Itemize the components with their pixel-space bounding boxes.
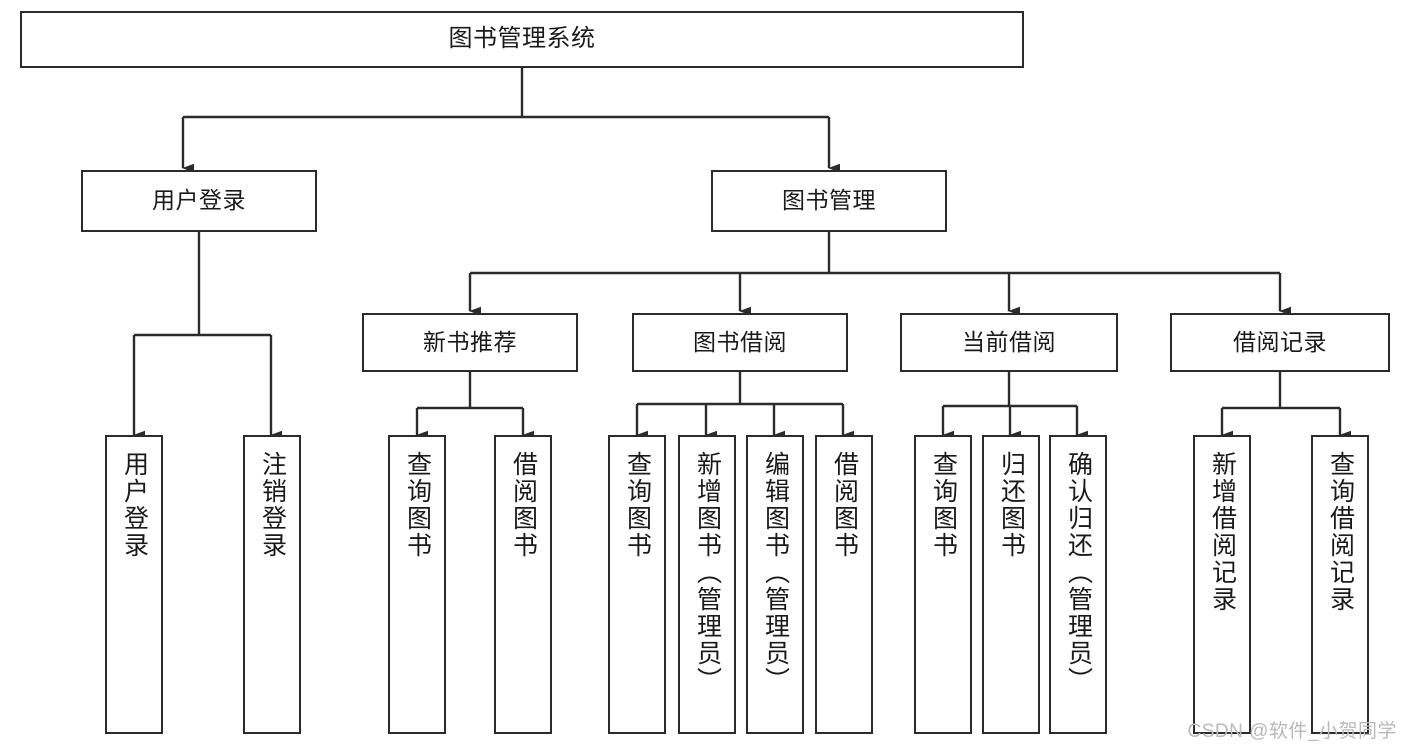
leaf-query-book-3-label: 查询图书 (929, 451, 958, 559)
node-book-borrow[interactable]: 图书借阅 (632, 313, 848, 372)
leaf-query-book-2[interactable]: 查询图书 (608, 435, 666, 734)
leaf-query-book-1-label: 查询图书 (403, 451, 432, 559)
leaf-edit-book-label: 编辑图书（管理员） (761, 451, 790, 694)
leaf-return-book-label: 归还图书 (997, 451, 1026, 559)
leaf-edit-book[interactable]: 编辑图书（管理员） (746, 435, 804, 734)
leaf-borrow-book-1[interactable]: 借阅图书 (494, 435, 552, 734)
leaf-user-login[interactable]: 用户登录 (105, 435, 163, 734)
leaf-add-book[interactable]: 新增图书（管理员） (678, 435, 736, 734)
node-user-login-label: 用户登录 (152, 187, 246, 214)
node-new-book-recommend[interactable]: 新书推荐 (362, 313, 578, 372)
node-current-borrow[interactable]: 当前借阅 (900, 313, 1118, 372)
leaf-confirm-return-label: 确认归还（管理员） (1064, 451, 1093, 694)
leaf-query-book-2-label: 查询图书 (623, 451, 652, 559)
leaf-borrow-book-2-label: 借阅图书 (830, 451, 859, 559)
leaf-query-record-label: 查询借阅记录 (1326, 451, 1355, 613)
leaf-return-book[interactable]: 归还图书 (982, 435, 1040, 734)
node-root-label: 图书管理系统 (448, 25, 596, 53)
node-borrow-record-label: 借阅记录 (1233, 328, 1327, 355)
leaf-borrow-book-2[interactable]: 借阅图书 (815, 435, 873, 734)
node-book-manage[interactable]: 图书管理 (711, 170, 947, 232)
leaf-add-record-label: 新增借阅记录 (1208, 451, 1237, 613)
leaf-confirm-return[interactable]: 确认归还（管理员） (1049, 435, 1107, 734)
node-new-book-recommend-label: 新书推荐 (423, 328, 517, 355)
leaf-add-book-label: 新增图书（管理员） (693, 451, 722, 694)
leaf-query-book-1[interactable]: 查询图书 (388, 435, 446, 734)
watermark: CSDN @软件_小贺同学 (1187, 721, 1397, 742)
node-current-borrow-label: 当前借阅 (962, 328, 1056, 355)
leaf-query-record[interactable]: 查询借阅记录 (1311, 435, 1369, 734)
node-book-manage-label: 图书管理 (782, 187, 876, 214)
node-root[interactable]: 图书管理系统 (20, 11, 1024, 68)
leaf-borrow-book-1-label: 借阅图书 (509, 451, 538, 559)
node-borrow-record[interactable]: 借阅记录 (1170, 313, 1390, 372)
leaf-query-book-3[interactable]: 查询图书 (914, 435, 972, 734)
leaf-logout-login[interactable]: 注销登录 (243, 435, 301, 734)
leaf-logout-login-label: 注销登录 (258, 451, 287, 559)
node-book-borrow-label: 图书借阅 (693, 328, 787, 355)
node-user-login[interactable]: 用户登录 (81, 170, 317, 232)
leaf-add-record[interactable]: 新增借阅记录 (1193, 435, 1251, 734)
leaf-user-login-label: 用户登录 (120, 451, 149, 559)
